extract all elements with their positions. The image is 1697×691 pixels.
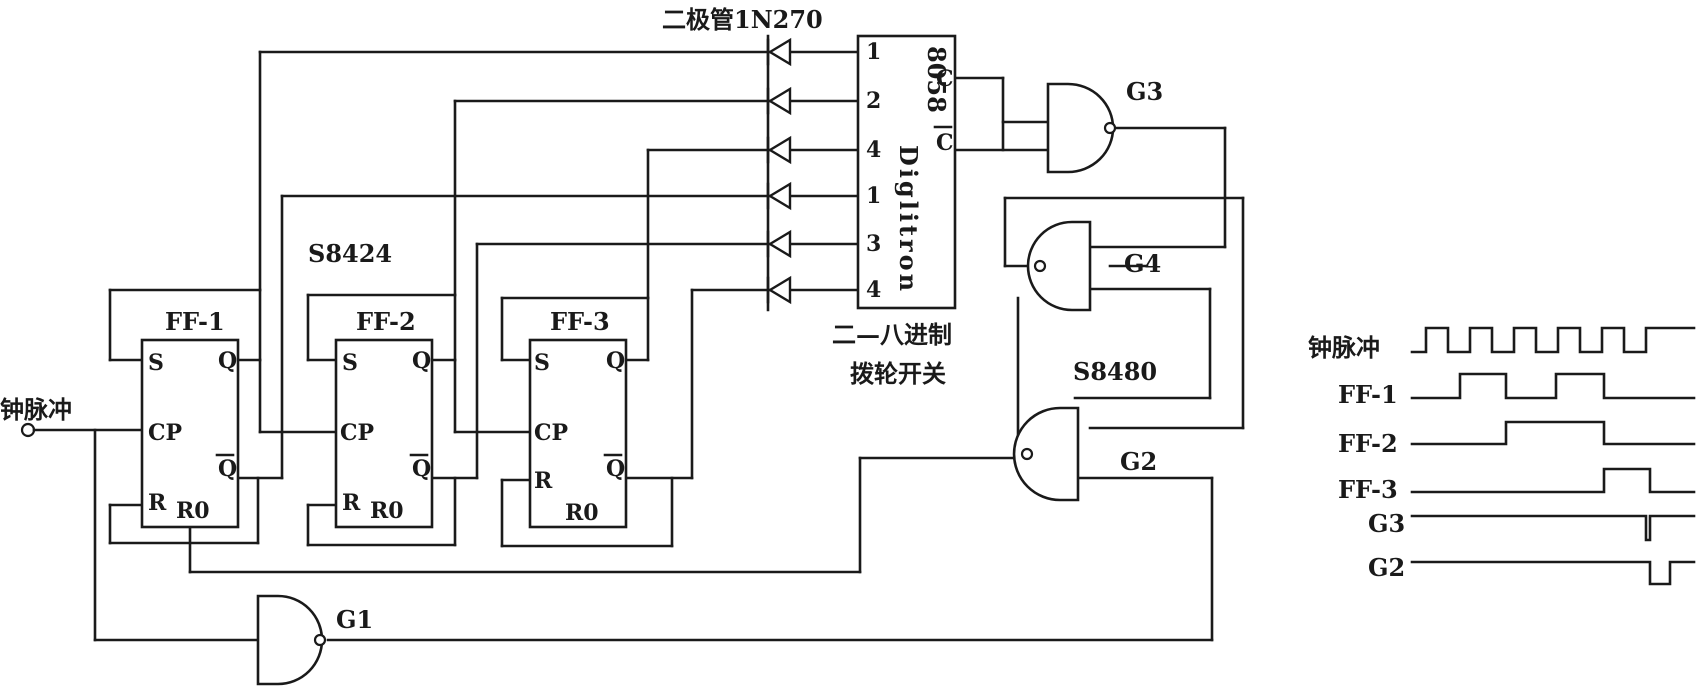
diode-1 bbox=[766, 37, 792, 67]
ff-3-pin-qbar: Q bbox=[606, 456, 625, 482]
timing-wave-ff-1 bbox=[1410, 372, 1696, 400]
timing-wave-ff-2 bbox=[1410, 420, 1696, 446]
ff-2-pin-s: S bbox=[342, 350, 358, 376]
gate-g3: G3 bbox=[1046, 77, 1163, 174]
gate-g3-label: G3 bbox=[1126, 77, 1163, 106]
ff-2-pin-r: R bbox=[342, 490, 361, 516]
timing-diagram: 钟脉冲 FF-1 FF-2 FF-3 G3 G2 bbox=[1308, 326, 1696, 586]
switch-pin-cbar: C bbox=[936, 130, 954, 156]
timing-label-ff-2: FF-2 bbox=[1338, 429, 1398, 458]
switch-pin-2: 2 bbox=[866, 88, 881, 114]
switch-caption-line-2: 拨轮开关 bbox=[850, 359, 946, 388]
switch-pin-5: 3 bbox=[866, 231, 881, 257]
ff-3-name: FF-3 bbox=[550, 307, 610, 336]
ff-3-pin-r: R bbox=[534, 468, 553, 494]
timing-wave-ff-3 bbox=[1410, 467, 1696, 494]
timing-label-g2: G2 bbox=[1368, 553, 1405, 582]
counter-ic-label: S8424 bbox=[308, 239, 392, 268]
clock-input-label: 钟脉冲 bbox=[0, 395, 72, 424]
ff-3-pin-r0: R0 bbox=[565, 500, 599, 526]
flip-flop-ff-2: FF-2 S Q CP Q R R0 bbox=[334, 307, 434, 529]
ff-1-pin-q: Q bbox=[218, 348, 237, 374]
timing-label-g3: G3 bbox=[1368, 509, 1405, 538]
timing-label-ff-1: FF-1 bbox=[1338, 380, 1398, 409]
ff-2-pin-r0: R0 bbox=[370, 498, 404, 524]
diode-5 bbox=[766, 229, 792, 259]
gate-g1: G1 bbox=[256, 594, 373, 686]
ff-2-name: FF-2 bbox=[356, 307, 416, 336]
ff-3-pin-s: S bbox=[534, 350, 550, 376]
diode-6 bbox=[766, 275, 792, 305]
clock-input-terminal bbox=[20, 422, 36, 438]
switch-brand: Diglitron bbox=[894, 145, 923, 294]
timing-label-clock: 钟脉冲 bbox=[1308, 333, 1380, 362]
ff-1-name: FF-1 bbox=[165, 307, 225, 336]
thumbwheel-switch: 1 2 4 1 3 4 C C 8058 Diglitron bbox=[856, 34, 957, 310]
ff-2-pin-qbar: Q bbox=[412, 456, 431, 482]
ff-1-pin-s: S bbox=[148, 350, 164, 376]
switch-pin-1: 1 bbox=[866, 39, 881, 65]
diode-4 bbox=[766, 181, 792, 211]
flip-flop-ff-3: FF-3 S Q CP Q R R0 bbox=[528, 307, 628, 529]
gate-g1-label: G1 bbox=[336, 605, 373, 634]
switch-pin-6: 4 bbox=[866, 277, 881, 303]
switch-part-number: 8058 bbox=[922, 46, 951, 113]
switch-pin-3: 4 bbox=[866, 137, 881, 163]
diode-label: 二极管1N270 bbox=[662, 5, 823, 34]
flip-flop-ff-1: FF-1 S Q CP Q R R0 bbox=[140, 307, 240, 529]
diode-array bbox=[766, 37, 792, 305]
ff-3-pin-cp: CP bbox=[534, 420, 568, 446]
gate-g2-label: G2 bbox=[1120, 447, 1157, 476]
ff-3-pin-q: Q bbox=[606, 348, 625, 374]
timing-wave-g3 bbox=[1410, 514, 1696, 542]
ff-1-pin-cp: CP bbox=[148, 420, 182, 446]
switch-pin-c: C bbox=[936, 66, 954, 92]
diode-2 bbox=[766, 86, 792, 116]
ff-2-pin-cp: CP bbox=[340, 420, 374, 446]
ff-1-pin-r0: R0 bbox=[176, 498, 210, 524]
timing-wave-clock bbox=[1410, 326, 1696, 354]
ff-1-pin-r: R bbox=[148, 490, 167, 516]
wires bbox=[20, 34, 1245, 642]
timing-label-ff-3: FF-3 bbox=[1338, 475, 1398, 504]
ff-1-pin-qbar: Q bbox=[218, 456, 237, 482]
switch-caption-line-1: 二—八进制 bbox=[832, 320, 952, 349]
switch-pin-4: 1 bbox=[866, 183, 881, 209]
timing-wave-g2 bbox=[1410, 560, 1696, 586]
ff-2-pin-q: Q bbox=[412, 348, 431, 374]
gate-g4-label: G4 bbox=[1124, 249, 1161, 278]
gate-g2: G2 bbox=[1012, 406, 1157, 502]
gate-g4: G4 bbox=[1026, 220, 1161, 312]
diode-3 bbox=[766, 135, 792, 165]
gate-ic-label: S8480 bbox=[1073, 357, 1157, 386]
